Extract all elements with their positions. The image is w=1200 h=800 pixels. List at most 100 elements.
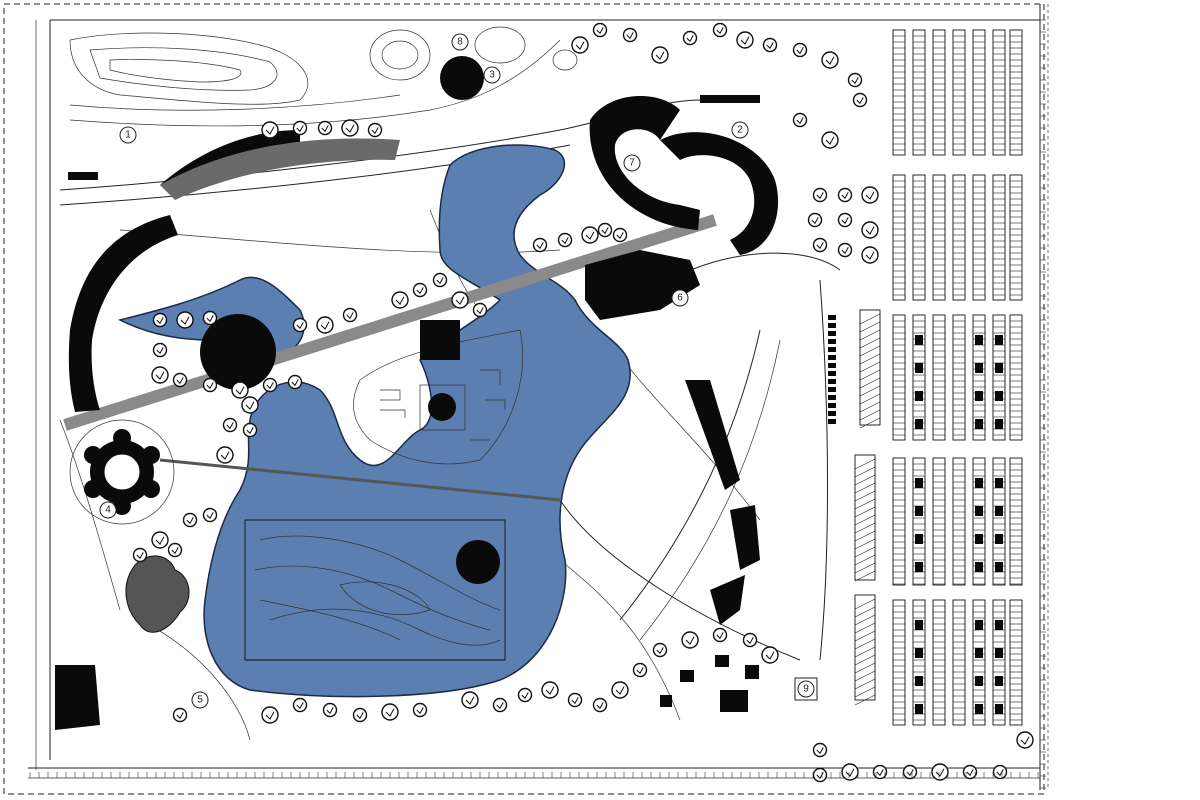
kiosk <box>828 363 836 368</box>
zone-label-8: 8 <box>457 37 463 48</box>
buildings <box>55 95 779 730</box>
kiosk <box>828 379 836 384</box>
parking-row <box>952 457 966 586</box>
kiosk <box>828 387 836 392</box>
pathways <box>59 39 841 741</box>
tree <box>812 237 828 253</box>
parking-row <box>932 29 946 156</box>
tree <box>861 221 879 239</box>
tree <box>821 51 839 69</box>
tree <box>152 312 168 328</box>
zone-marker-6: 6 <box>671 289 689 307</box>
contour-hills <box>69 26 578 105</box>
parking-row <box>892 314 906 441</box>
tree <box>391 291 409 309</box>
kiosk <box>828 315 836 320</box>
zone-marker-8: 8 <box>451 33 469 51</box>
tree <box>611 681 629 699</box>
tree <box>261 706 279 724</box>
tree <box>712 627 728 643</box>
tree <box>412 282 428 298</box>
parking-row <box>912 599 926 726</box>
tree <box>517 687 533 703</box>
tree <box>962 764 978 780</box>
tree <box>736 31 754 49</box>
parking-row <box>992 599 1006 726</box>
tree <box>762 37 778 53</box>
tree <box>812 742 828 758</box>
tree <box>792 112 808 128</box>
tree <box>652 642 668 658</box>
tree <box>367 122 383 138</box>
zone-label-5: 5 <box>197 695 203 706</box>
parking-row <box>912 457 926 586</box>
tree <box>241 396 259 414</box>
tree <box>902 764 918 780</box>
parking-row <box>892 29 906 156</box>
parking-row <box>1009 599 1023 726</box>
tree <box>592 697 608 713</box>
tree <box>581 226 599 244</box>
zone-marker-1: 1 <box>119 126 137 144</box>
tree <box>132 547 148 563</box>
parking-row <box>952 599 966 726</box>
tree <box>262 377 278 393</box>
tree <box>222 417 238 433</box>
zone-marker-2: 2 <box>731 121 749 139</box>
parking-row <box>952 314 966 441</box>
tree <box>761 646 779 664</box>
zone-label-9: 9 <box>803 684 809 695</box>
tree <box>557 232 573 248</box>
parking-row <box>992 457 1006 586</box>
tree <box>292 697 308 713</box>
angled-parking <box>854 594 876 706</box>
kiosk <box>828 371 836 376</box>
ride-area <box>254 535 501 646</box>
tree <box>172 707 188 723</box>
tree <box>292 317 308 333</box>
zone-marker-9: 9 <box>794 677 818 701</box>
parking-row <box>1009 29 1023 156</box>
tree <box>541 681 559 699</box>
gear-plaza <box>69 419 175 525</box>
tree <box>292 120 308 136</box>
tree <box>712 22 728 38</box>
tree <box>451 291 469 309</box>
tree <box>532 237 548 253</box>
tree <box>182 512 198 528</box>
tree <box>742 632 758 648</box>
parking-row <box>932 174 946 301</box>
parking-row <box>952 29 966 156</box>
parking-row <box>1009 174 1023 301</box>
parking-row <box>892 599 906 726</box>
kiosk <box>828 419 836 424</box>
tree <box>861 246 879 264</box>
small-pond <box>125 555 190 633</box>
tree <box>152 342 168 358</box>
parking-row <box>992 174 1006 301</box>
kiosk <box>828 339 836 344</box>
tree <box>172 372 188 388</box>
zone-marker-5: 5 <box>191 691 209 709</box>
angled-parking <box>859 309 881 429</box>
tree <box>242 422 258 438</box>
tree <box>847 72 863 88</box>
tree <box>261 121 279 139</box>
parking-row <box>892 174 906 301</box>
tree <box>231 381 249 399</box>
parking-row <box>912 314 926 441</box>
zone-label-2: 2 <box>737 125 743 136</box>
tree <box>592 22 608 38</box>
tree <box>821 131 839 149</box>
zone-marker-7: 7 <box>623 154 641 172</box>
tree <box>381 703 399 721</box>
boundary-ticks <box>29 19 1046 789</box>
tree <box>931 763 949 781</box>
tree <box>622 27 638 43</box>
zone-label-4: 4 <box>105 505 111 516</box>
tree <box>571 36 589 54</box>
tree <box>432 272 448 288</box>
tree <box>287 374 303 390</box>
tree <box>167 542 183 558</box>
